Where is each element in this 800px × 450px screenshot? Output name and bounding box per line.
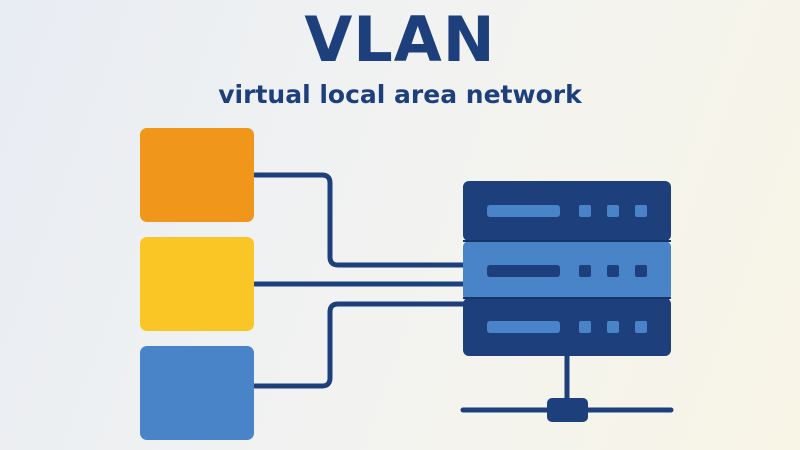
network-switch-icon (463, 181, 671, 356)
switch-port-light (579, 205, 591, 217)
switch-unit-bottom (463, 298, 671, 356)
switch-port-light (607, 321, 619, 333)
vlan-segment-blue (140, 346, 254, 440)
switch-port-light (635, 265, 647, 277)
vlan-segment-orange (140, 128, 254, 222)
switch-unit-top (463, 181, 671, 241)
switch-slot (487, 205, 560, 217)
switch-port-light (635, 321, 647, 333)
connection-lines (252, 172, 473, 389)
bus-node (547, 398, 588, 422)
switch-slot (487, 265, 560, 277)
page-title: VLAN (304, 3, 496, 76)
switch-unit-middle (463, 241, 671, 301)
vlan-segment-yellow (140, 237, 254, 331)
connection-line (252, 301, 473, 389)
switch-port-light (607, 265, 619, 277)
connection-line (252, 172, 473, 268)
switch-port-light (607, 205, 619, 217)
switch-port-light (579, 265, 591, 277)
network-bus-icon (460, 353, 674, 422)
page-subtitle: virtual local area network (218, 80, 582, 109)
switch-slot (487, 321, 560, 333)
switch-port-light (635, 205, 647, 217)
switch-port-light (579, 321, 591, 333)
vlan-segments (140, 128, 254, 440)
